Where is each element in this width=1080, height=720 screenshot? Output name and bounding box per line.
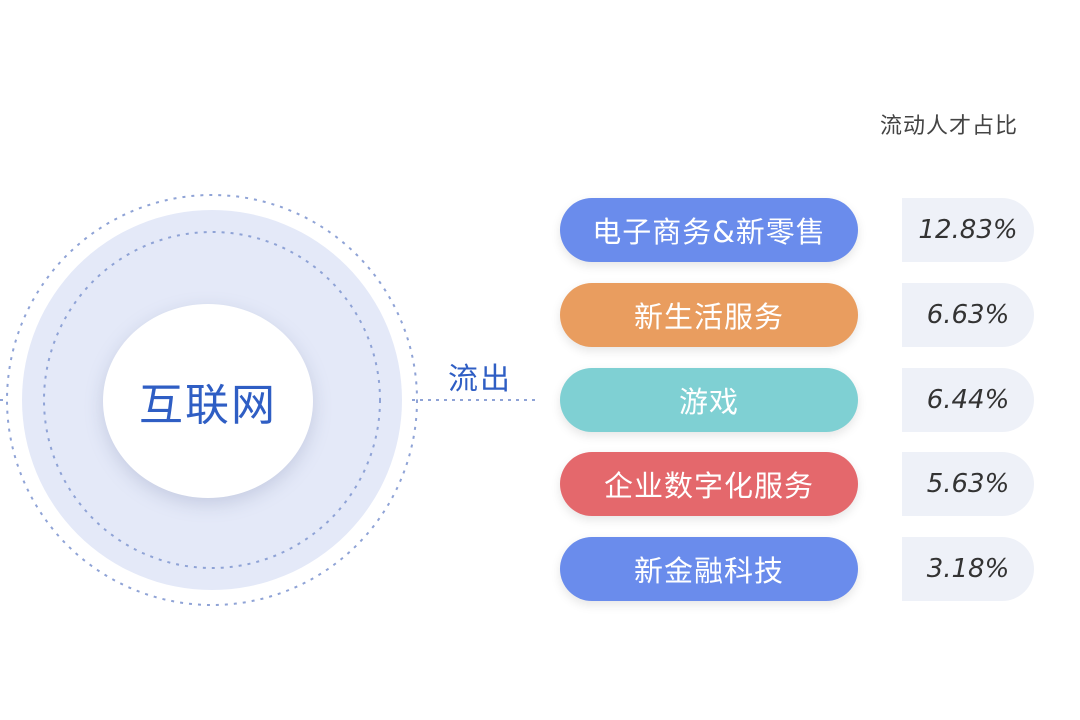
outer-dashed-ring xyxy=(6,194,418,606)
share-header: 流动人才占比 xyxy=(880,114,1019,139)
industry-row: 企业数字化服务 5.63% xyxy=(560,452,1040,516)
inner-dashed-ring xyxy=(43,231,381,569)
industry-share: 6.44% xyxy=(902,368,1034,432)
flow-label: 流出 xyxy=(448,362,512,397)
industry-row: 电子商务&新零售 12.83% xyxy=(560,198,1040,262)
industry-pill: 企业数字化服务 xyxy=(560,452,858,516)
industry-pill: 新金融科技 xyxy=(560,537,858,601)
industry-row: 新生活服务 6.63% xyxy=(560,283,1040,347)
industry-share: 5.63% xyxy=(902,452,1034,516)
industry-share: 12.83% xyxy=(902,198,1034,262)
hub-title: 互联网 xyxy=(139,380,277,431)
industry-pill: 游戏 xyxy=(560,368,858,432)
industry-share: 6.63% xyxy=(902,283,1034,347)
industry-pill: 新生活服务 xyxy=(560,283,858,347)
industry-share: 3.18% xyxy=(902,537,1034,601)
hub-center-circle: 互联网 xyxy=(103,304,313,498)
hub-diagram: 互联网 xyxy=(0,194,535,606)
industry-row: 新金融科技 3.18% xyxy=(560,537,1040,601)
industry-row: 游戏 6.44% xyxy=(560,368,1040,432)
industry-pill: 电子商务&新零售 xyxy=(560,198,858,262)
